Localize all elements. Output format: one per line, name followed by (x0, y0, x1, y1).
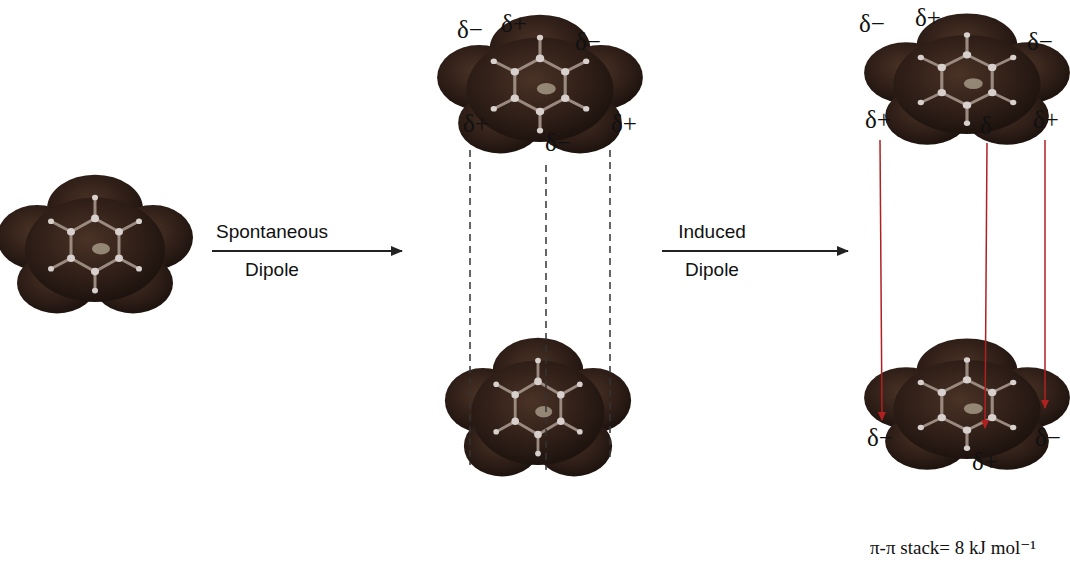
partial-charge: δ− (1027, 28, 1053, 56)
partial-charge: δ− (867, 424, 893, 452)
process-label: Spontaneous Dipole (207, 213, 337, 289)
energy-note: π-π stack= 8 kJ mol⁻¹ (870, 536, 1036, 560)
process-arrow (212, 250, 402, 252)
dipole-dashes (470, 150, 610, 470)
partial-charge: δ+ (915, 4, 941, 32)
benzene-surface (864, 338, 1070, 469)
partial-charge: δ+ (972, 448, 998, 476)
partial-charge: δ− (1035, 424, 1061, 452)
benzene-surface (445, 338, 631, 477)
partial-charge: δ+ (865, 106, 891, 134)
process-arrow (662, 250, 848, 252)
partial-charge: δ+ (611, 110, 637, 138)
partial-charge: δ− (457, 16, 483, 44)
partial-charge: δ+ (1033, 106, 1059, 134)
partial-charge: δ+ (501, 10, 527, 38)
partial-charge: δ− (575, 28, 601, 56)
induction-arrows (880, 140, 1045, 428)
benzene-surface (437, 15, 643, 154)
partial-charge: δ+ (463, 110, 489, 138)
process-label: Induced Dipole (670, 213, 754, 289)
partial-charge: δ (980, 112, 992, 140)
benzene-surface (864, 13, 1070, 144)
partial-charge: δ− (545, 129, 571, 157)
partial-charge: δ− (859, 10, 885, 38)
benzene-surface (0, 175, 193, 314)
